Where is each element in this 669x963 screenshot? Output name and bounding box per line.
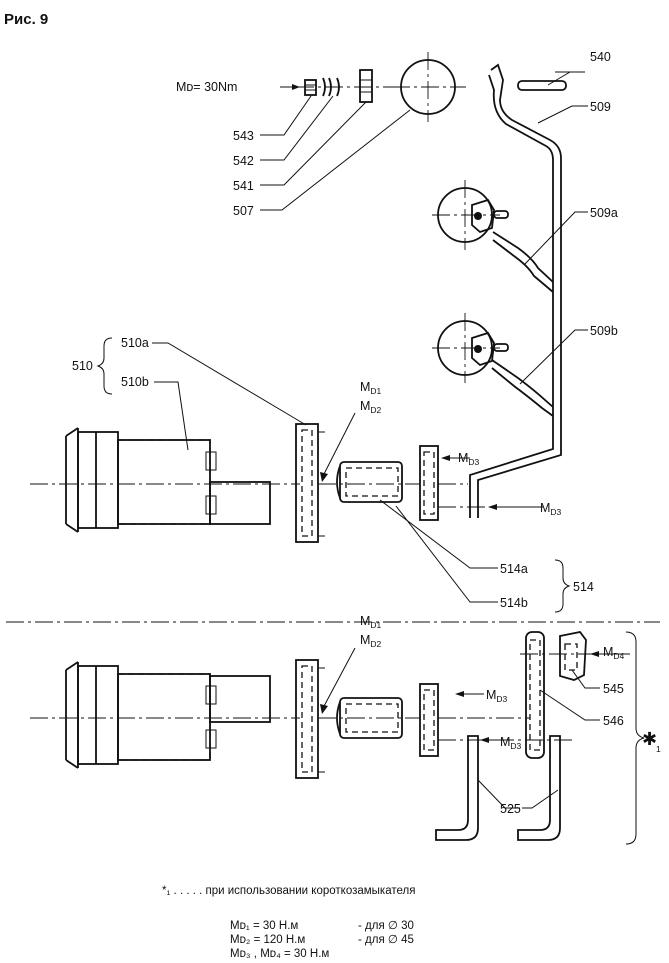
torque-md2-label: MD2 (360, 399, 382, 415)
pin-540 (517, 80, 567, 91)
busbar-509b-branch (491, 359, 554, 408)
assembly-510-group: 510 510a 510b MD1 MD2 (30, 336, 594, 613)
label-509b: 509b (590, 324, 618, 338)
torque-md3-label-d: MD3 (500, 735, 522, 751)
star-marker: ✱ (642, 729, 657, 749)
label-510a: 510a (121, 336, 149, 350)
plate-bottom (295, 659, 319, 779)
nut-543 (304, 79, 317, 96)
l-bar-525-left (435, 735, 479, 841)
torque-md3-label-a: MD3 (458, 451, 480, 467)
label-514b: 514b (500, 596, 528, 610)
busbar-509-group: 540 509 509a 509b (432, 50, 618, 518)
label-545: 545 (603, 682, 624, 696)
figure-title: Рис. 9 (4, 11, 48, 28)
label-542: 542 (233, 154, 254, 168)
top-fastener-group: Mᴅ= 30Nm 543 542 541 507 (176, 52, 466, 218)
label-507: 507 (233, 204, 254, 218)
label-540: 540 (590, 50, 611, 64)
label-525: 525 (500, 802, 521, 816)
assembly-bottom-group: MD1 MD2 MD3 MD3 MD4 (30, 614, 661, 845)
washer-541 (359, 69, 373, 103)
busbar-509 (477, 63, 562, 518)
label-514a: 514a (500, 562, 528, 576)
device-flange-bottom (65, 661, 79, 769)
label-510: 510 (72, 359, 93, 373)
washer-bottom (419, 683, 439, 757)
torque-md-label: Mᴅ= 30Nm (176, 80, 237, 94)
torque-md1-label-bottom: MD1 (360, 614, 382, 630)
nut-bottom (339, 697, 403, 739)
label-541: 541 (233, 179, 254, 193)
label-510b: 510b (121, 375, 149, 389)
torque-md3-label-b: MD3 (540, 501, 562, 517)
star-marker-sub: 1 (656, 744, 661, 754)
plate-510a (295, 423, 319, 543)
spring-washer-542 (322, 77, 326, 97)
label-509a: 509a (590, 206, 618, 220)
torque-md2-label-bottom: MD2 (360, 633, 382, 649)
busbar-509a-branch (492, 231, 554, 283)
l-bar-525-right (517, 735, 561, 841)
torque-md4-label: MD4 (603, 645, 625, 661)
torque-md1-label: MD1 (360, 380, 382, 396)
washer-514b (419, 445, 439, 521)
clip-545 (559, 631, 587, 681)
label-543: 543 (233, 129, 254, 143)
nut-514a (339, 461, 403, 503)
torque-md3-label-c: MD3 (486, 688, 508, 704)
label-546: 546 (603, 714, 624, 728)
shorting-bar-546 (525, 631, 545, 759)
device-flange (65, 427, 79, 533)
label-509: 509 (590, 100, 611, 114)
label-514: 514 (573, 580, 594, 594)
